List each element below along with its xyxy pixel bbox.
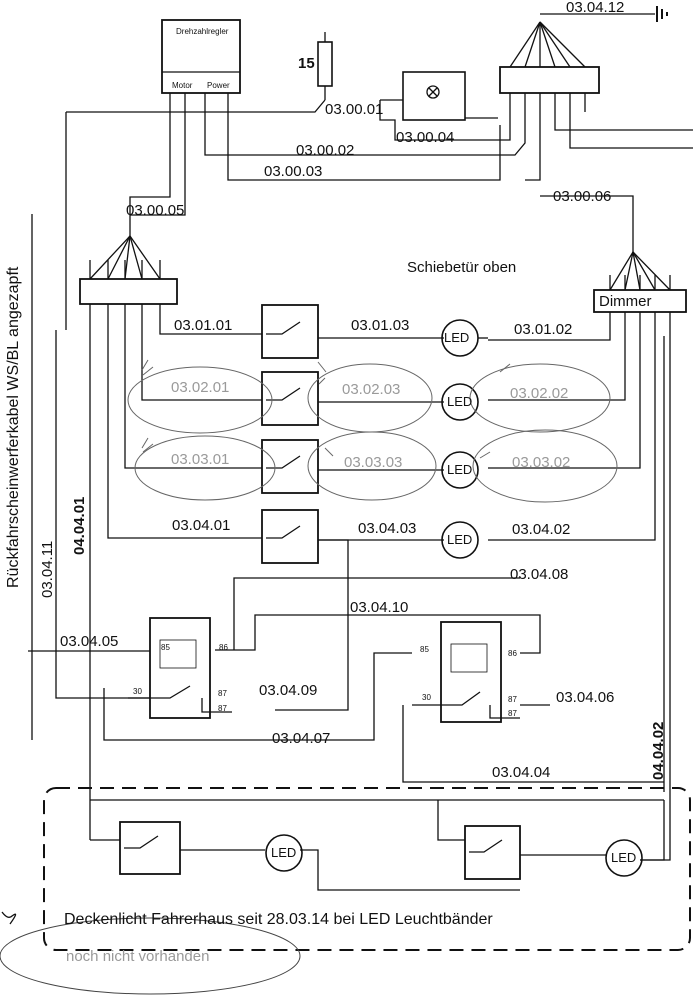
label-03-04-07: 03.04.07 <box>272 730 331 747</box>
deckenlicht-dashed-box <box>43 787 691 951</box>
led-row4 <box>441 521 479 559</box>
lower-switch-right <box>464 825 521 880</box>
lower-led-right-label: LED <box>611 850 637 865</box>
label-03-02-03: 03.02.03 <box>342 381 401 398</box>
top-distributor-fan <box>509 21 586 112</box>
label-03-01-03: 03.01.03 <box>351 317 410 334</box>
rueckfahr-note: Rückfahrscheinwerferkabel WS/BL angezapf… <box>5 266 22 588</box>
relay-wires <box>28 330 664 783</box>
relay-right-pin86: 86 <box>508 649 517 658</box>
label-03-04-10: 03.04.10 <box>350 599 409 616</box>
schiebetuer-note: Schiebetür oben <box>407 259 517 276</box>
power-label: Power <box>207 81 230 90</box>
deckenlicht-note: Deckenlicht Fahrerhaus seit 28.03.14 bei… <box>64 911 493 928</box>
label-03-00-03: 03.00.03 <box>264 163 323 180</box>
label-03-00-01: 03.00.01 <box>325 101 384 118</box>
top-wires <box>65 93 693 330</box>
left-distributor-wires <box>89 304 262 840</box>
label-03-04-09: 03.04.09 <box>259 682 318 699</box>
motor-label: Motor <box>172 81 193 90</box>
not-available-oval <box>0 917 301 995</box>
drehzahlregler-label: Drehzahlregler <box>176 27 229 36</box>
label-03-01-02: 03.01.02 <box>514 321 573 338</box>
switch-row2 <box>261 371 319 426</box>
relay-right-pin85: 85 <box>420 645 429 654</box>
relay-left-pin87: 87 <box>218 689 227 698</box>
dimmer-label: Dimmer <box>599 293 652 310</box>
lower-circuit-wires <box>90 799 665 891</box>
label-03-04-05: 03.04.05 <box>60 633 119 650</box>
relay-left-pin85: 85 <box>161 643 170 652</box>
label-03-04-01: 03.04.01 <box>172 517 231 534</box>
left-distributor-fan <box>89 235 161 280</box>
relay-left-coil <box>159 639 197 669</box>
led-row4-label: LED <box>447 532 473 547</box>
label-03-02-02: 03.02.02 <box>510 385 569 402</box>
relay-right-coil <box>450 643 488 673</box>
relay-left <box>149 617 211 719</box>
label-03-02-01: 03.02.01 <box>171 379 230 396</box>
label-03-01-01: 03.01.01 <box>174 317 233 334</box>
relay-left-pin86: 86 <box>219 643 228 652</box>
label-03-03-01: 03.03.01 <box>171 451 230 468</box>
lamp-cross-b <box>428 87 438 97</box>
label-03-00-05: 03.00.05 <box>126 202 185 219</box>
relay-right-pin87: 87 <box>508 695 517 704</box>
label-04-04-02: 04.04.02 <box>650 721 667 780</box>
label-03-00-06: 03.00.06 <box>553 188 612 205</box>
label-03-04-06: 03.04.06 <box>556 689 615 706</box>
crossed-out-ovals <box>127 359 618 503</box>
lower-led-right <box>605 839 643 877</box>
ground-symbol <box>656 6 668 22</box>
label-03-03-03: 03.03.03 <box>344 454 403 471</box>
switch-row4 <box>261 509 319 564</box>
top-distributor <box>499 66 600 94</box>
label-03-04-08: 03.04.08 <box>510 566 569 583</box>
label-03-00-04: 03.00.04 <box>396 129 455 146</box>
relay-left-pin30: 30 <box>133 687 142 696</box>
lamp-switch-box <box>402 71 466 121</box>
lower-led-left-label: LED <box>271 845 297 860</box>
switch-row3 <box>261 439 319 494</box>
not-available-note: noch nicht vorhanden <box>66 948 210 965</box>
label-03-04-04: 03.04.04 <box>492 764 551 781</box>
lower-led-left <box>265 834 303 872</box>
relay-right-pin30: 30 <box>422 693 431 702</box>
check-mark <box>1 911 17 925</box>
fuse-label: 15 <box>298 55 315 72</box>
fuse-body <box>317 41 333 87</box>
drehzahlregler-box <box>161 19 241 94</box>
label-03-03-02: 03.03.02 <box>512 454 571 471</box>
relay-right <box>440 621 502 723</box>
label-03-04-03: 03.04.03 <box>358 520 417 537</box>
relay-right-pin87a: 87 <box>508 709 517 718</box>
switch-row1-contact <box>266 321 301 335</box>
lower-switch-left <box>119 821 181 875</box>
led-row2 <box>441 383 479 421</box>
left-distributor <box>79 278 178 305</box>
relay-left-pin87a: 87 <box>218 704 227 713</box>
label-03-00-02: 03.00.02 <box>296 142 355 159</box>
led-row1-label: LED <box>444 330 470 345</box>
lamp-symbol <box>426 85 440 99</box>
right-distributor-fan <box>609 251 671 291</box>
label-04-04-01: 04.04.01 <box>71 496 88 555</box>
led-row3 <box>441 451 479 489</box>
label-03-04-12: 03.04.12 <box>566 0 625 16</box>
switch-row1 <box>261 304 319 359</box>
led-row3-label: LED <box>447 462 473 477</box>
label-03-04-11: 03.04.11 <box>39 540 56 598</box>
led-row2-label: LED <box>447 394 473 409</box>
label-03-04-02: 03.04.02 <box>512 521 571 538</box>
